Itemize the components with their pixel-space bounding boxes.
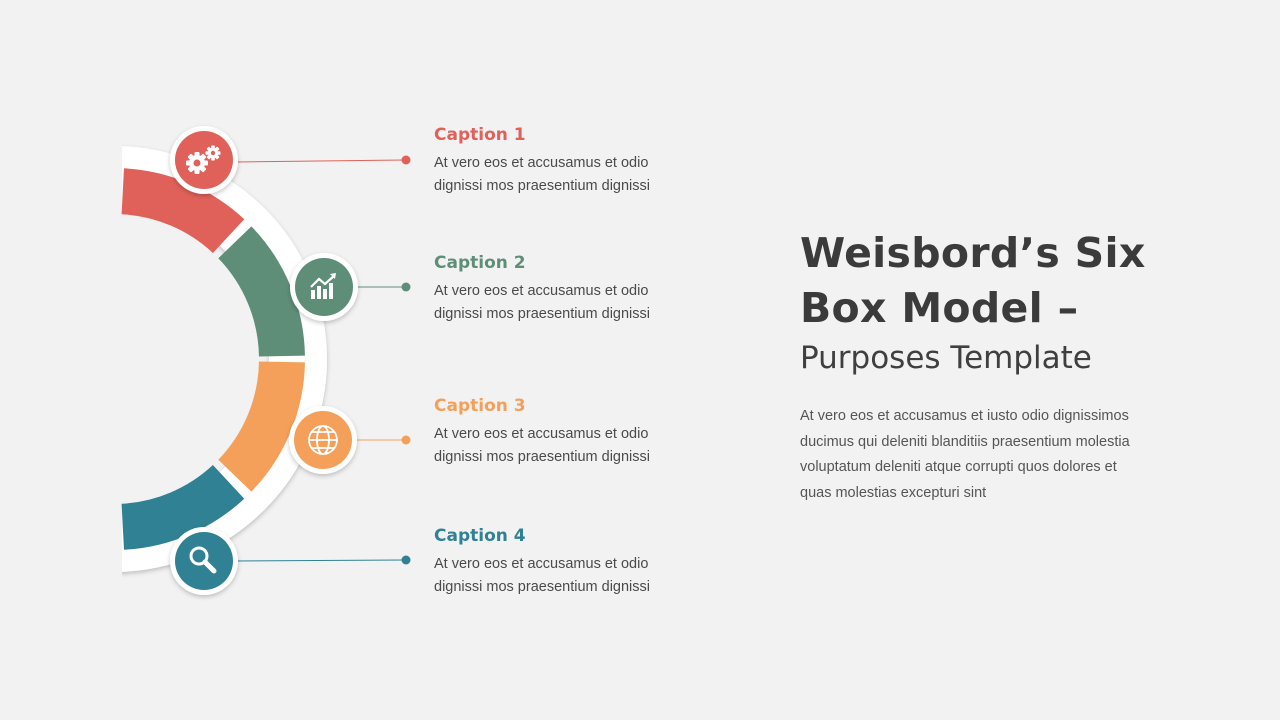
icon-badge-2 [290, 253, 358, 321]
title-line-1: Weisbord’s Six [800, 229, 1146, 277]
caption-block-2: Caption 2 At vero eos et accusamus et od… [434, 252, 734, 326]
caption-block-4: Caption 4 At vero eos et accusamus et od… [434, 525, 734, 599]
ring-segment-4 [120, 464, 245, 550]
connector-dot-4 [401, 555, 411, 565]
title-line-2: Box Model – [800, 284, 1079, 332]
caption-text-2: At vero eos et accusamus et odio digniss… [434, 283, 650, 322]
connector-dot-1 [401, 155, 411, 165]
ring-segment-2 [217, 226, 305, 358]
icon-badge-4 [170, 527, 238, 595]
page-title: Weisbord’s Six Box Model – [800, 226, 1160, 336]
ring-segment-1 [120, 168, 245, 254]
connector-dot-2 [401, 282, 411, 292]
connector-dot-3 [401, 435, 411, 445]
description-text: At vero eos et accusamus et iusto odio d… [800, 408, 1130, 501]
icon-badge-1 [170, 126, 238, 194]
caption-title-2: Caption 2 [434, 253, 526, 273]
caption-title-3: Caption 3 [434, 396, 526, 416]
ring-clip [0, 140, 122, 580]
title-block: Weisbord’s Six Box Model – Purposes Temp… [800, 226, 1200, 506]
connector-line-1 [235, 159, 407, 163]
connector-line-4 [235, 559, 407, 562]
caption-block-1: Caption 1 At vero eos et accusamus et od… [434, 124, 734, 198]
caption-text-4: At vero eos et accusamus et odio digniss… [434, 556, 650, 595]
caption-text-3: At vero eos et accusamus et odio digniss… [434, 426, 650, 465]
caption-text-1: At vero eos et accusamus et odio digniss… [434, 155, 650, 194]
ring-segment-3 [217, 360, 305, 492]
search-icon [189, 546, 217, 574]
caption-block-3: Caption 3 At vero eos et accusamus et od… [434, 395, 734, 469]
page-subtitle: Purposes Template [800, 340, 1092, 376]
growth-chart-icon [310, 273, 336, 299]
gears-icon [186, 145, 221, 174]
caption-title-4: Caption 4 [434, 526, 526, 546]
icon-badge-3 [289, 406, 357, 474]
caption-title-1: Caption 1 [434, 125, 526, 145]
globe-icon [308, 425, 338, 455]
